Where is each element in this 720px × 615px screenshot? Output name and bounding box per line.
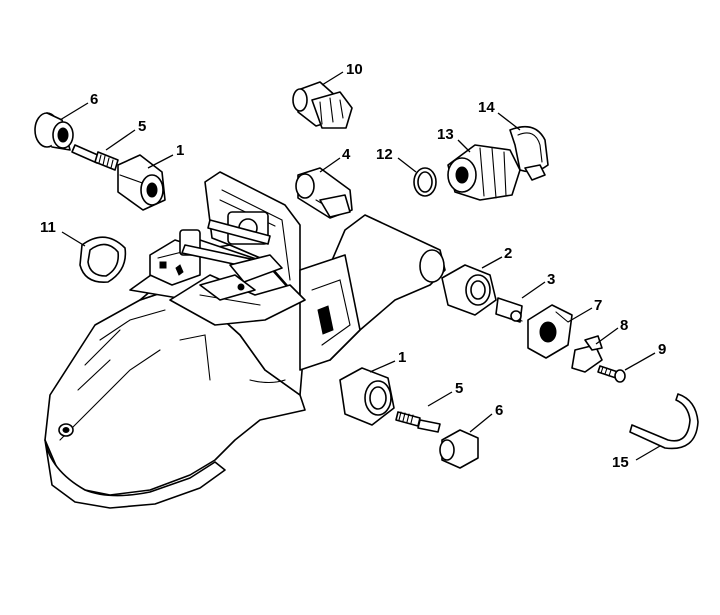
part-10-sprocket xyxy=(292,81,353,129)
part-14-clamp xyxy=(509,125,549,181)
callout-labels: 6 5 1 10 4 12 13 14 11 2 3 7 8 9 1 5 6 1… xyxy=(40,61,666,471)
callout-1-upper: 1 xyxy=(176,142,184,159)
callout-12: 12 xyxy=(376,146,393,163)
part-9-screw xyxy=(597,365,626,383)
callout-5-lower: 5 xyxy=(455,380,463,397)
callout-14: 14 xyxy=(478,99,495,116)
main-housing xyxy=(44,171,446,509)
part-11-gasket xyxy=(79,236,127,283)
part-12-ring xyxy=(413,167,437,197)
callout-7: 7 xyxy=(594,297,602,314)
part-1-lower-buffer xyxy=(339,367,395,426)
part-1-upper-buffer xyxy=(117,154,166,211)
callout-15: 15 xyxy=(612,454,629,471)
callout-3: 3 xyxy=(547,271,555,288)
part-6-upper-cap xyxy=(34,112,74,151)
part-2-right-buffer xyxy=(441,264,497,316)
part-5-upper-plunger xyxy=(71,144,119,171)
callout-11: 11 xyxy=(40,219,56,236)
part-5-lower-plunger xyxy=(395,411,441,433)
part-8-lever xyxy=(571,335,603,373)
callout-6-lower: 6 xyxy=(495,402,503,419)
part-3-spring xyxy=(495,297,523,323)
part-13-manifold xyxy=(447,144,521,201)
callout-8: 8 xyxy=(620,317,628,334)
callout-1-lower: 1 xyxy=(398,349,406,366)
part-4-sleeve xyxy=(295,167,353,219)
part-15-hose xyxy=(629,393,699,450)
callout-2: 2 xyxy=(504,245,512,262)
callout-9: 9 xyxy=(658,341,666,358)
callout-6-upper: 6 xyxy=(90,91,98,108)
callout-5-upper: 5 xyxy=(138,118,146,135)
callout-13: 13 xyxy=(437,126,454,143)
leader-lines xyxy=(59,71,661,461)
callout-10: 10 xyxy=(346,61,363,78)
part-7-bracket xyxy=(527,304,573,359)
internal-components xyxy=(149,211,283,301)
part-6-lower-cap xyxy=(439,429,479,469)
callout-4: 4 xyxy=(342,146,351,163)
